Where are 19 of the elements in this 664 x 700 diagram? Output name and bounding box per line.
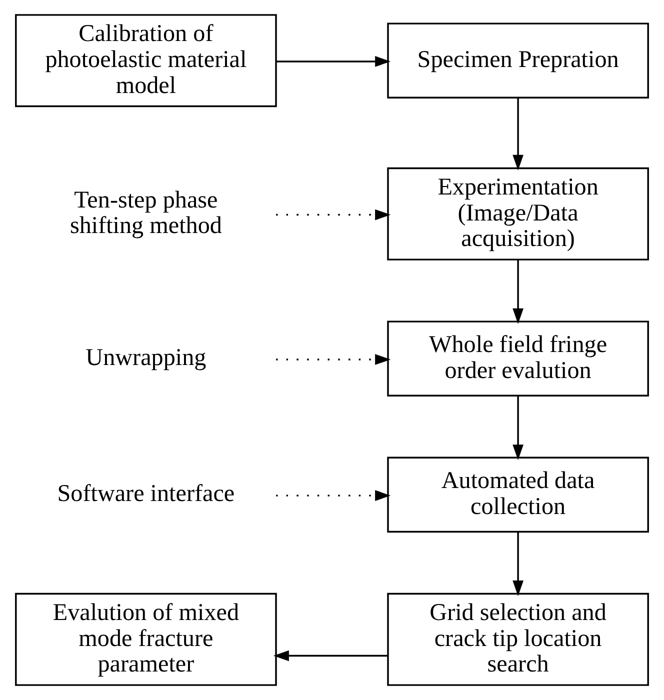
arrow [512,532,524,596]
node-box: Specimen Prepration [387,22,649,98]
arrow [512,98,524,170]
arrow [273,650,388,662]
node-box: Calibration of photoelastic material model [15,14,277,108]
arrow [512,396,524,460]
arrow [276,490,391,501]
arrow [512,260,524,324]
node-text: Software interface [57,481,235,508]
node-box: Automated data collection [387,456,649,533]
arrow [276,354,391,365]
arrow [276,56,391,67]
node-text: Unwrapping [86,344,206,371]
node-box: Evalution of mixed mode fracture parameter [15,592,277,686]
node-box: Experimentation (Image/Data acquisition) [387,167,649,260]
node-box: Whole field fringe order evalution [387,320,649,397]
node-text: Ten-step phase shifting method [70,187,222,240]
node-box: Grid selection and crack tip location search [387,592,649,686]
arrow [276,209,391,220]
